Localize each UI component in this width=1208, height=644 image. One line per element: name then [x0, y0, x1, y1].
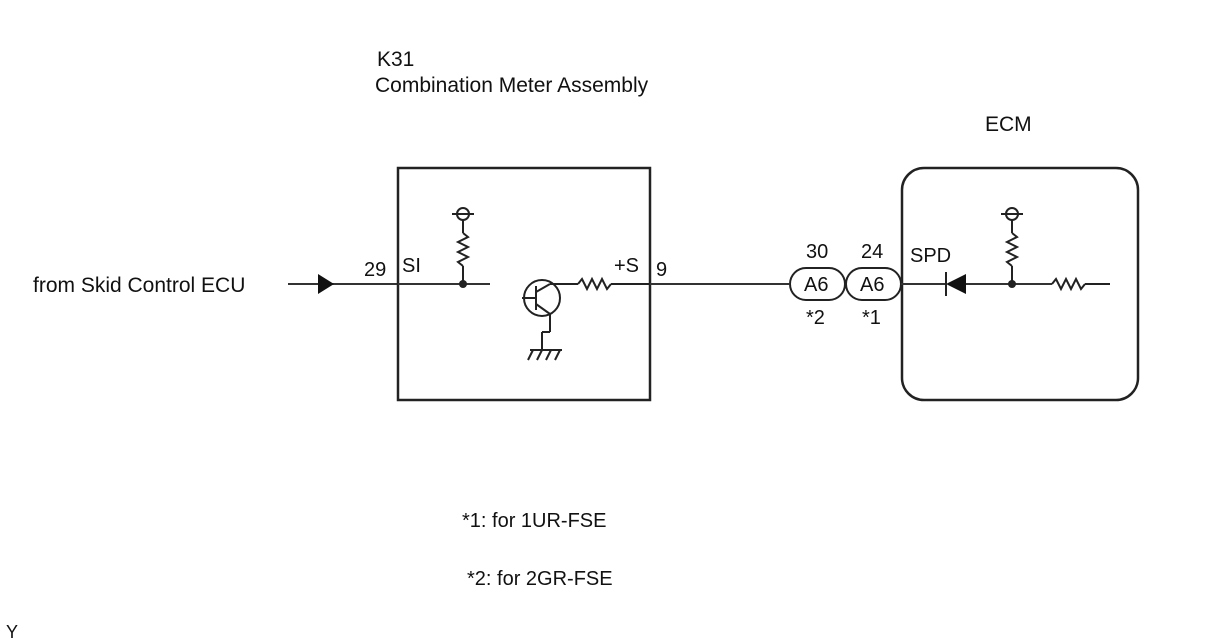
ecm-power-supply-icon [1001, 207, 1023, 221]
ecm-diode-icon [945, 272, 966, 296]
footnote-1: *1: for 1UR-FSE [462, 510, 606, 532]
connector-note-1: *1 [862, 307, 881, 329]
meter-ground-icon [527, 344, 562, 361]
ecm-label: ECM [985, 113, 1032, 136]
footnote-2: *2: for 2GR-FSE [467, 568, 613, 590]
meter-pin-out-number: 9 [656, 259, 667, 281]
connector-pin-24: 24 [861, 241, 883, 263]
meter-name-label: Combination Meter Assembly [375, 74, 649, 97]
meter-code-label: K31 [377, 48, 414, 71]
connector-note-2: *2 [806, 307, 825, 329]
signal-arrow-icon [318, 274, 334, 294]
connector-pin-30: 30 [806, 241, 828, 263]
corner-mark: Y [6, 622, 18, 642]
ecm-input-resistor-icon [1051, 276, 1110, 292]
meter-pullup-resistor-icon [455, 220, 471, 284]
ecm-pullup-resistor-icon [1004, 220, 1020, 284]
meter-pin-out-name: +S [614, 255, 639, 277]
input-source-label: from Skid Control ECU [33, 274, 245, 297]
meter-pin-in-name: SI [402, 255, 421, 277]
meter-transistor-icon [522, 279, 562, 344]
connector-code-1ur: A6 [860, 274, 884, 296]
connector-code-2gr: A6 [804, 274, 828, 296]
meter-output-resistor-icon [562, 276, 650, 292]
meter-pin-in-number: 29 [364, 259, 386, 281]
meter-power-supply-icon [452, 207, 474, 221]
ecm-pin-name: SPD [910, 245, 951, 267]
